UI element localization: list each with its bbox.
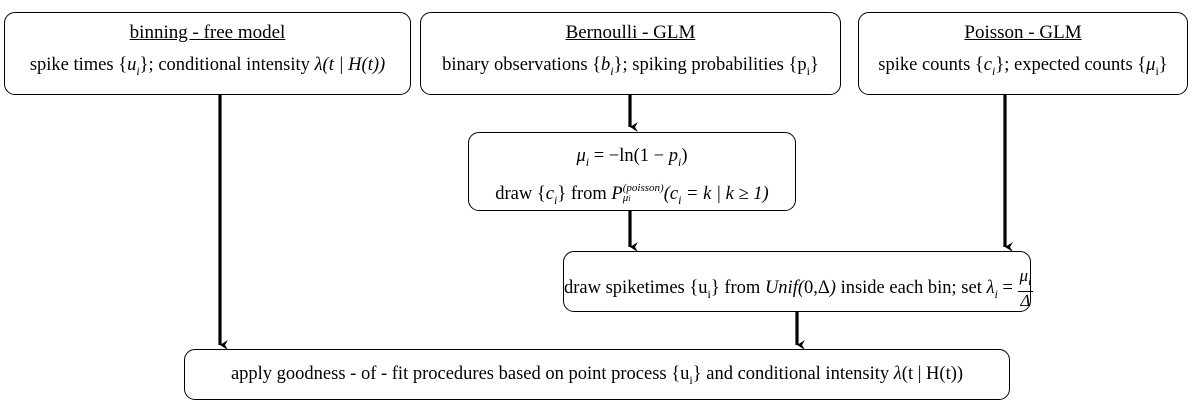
binning-free-title: binning - free model — [129, 22, 286, 43]
conditional-intensity-label: }; conditional intensity — [139, 55, 315, 75]
close-paren: ) — [829, 277, 836, 298]
spiketimes-box: draw spiketimes {ui} from Unif(0,Δ) insi… — [563, 251, 1034, 312]
sub-i: i — [136, 64, 140, 78]
draw-label: draw { — [495, 184, 546, 204]
var-u: u — [127, 55, 137, 75]
sub-i: i — [553, 193, 558, 207]
var-mu: μ — [1146, 55, 1156, 75]
sub-i: i — [994, 286, 998, 301]
inside-bin-label: inside each bin; set — [835, 277, 987, 298]
var-mu: μ — [1019, 266, 1029, 285]
sub-i: i — [610, 64, 614, 78]
condition-open: (c — [663, 184, 679, 204]
lambda-argument: (t | H(t)) — [901, 364, 964, 384]
sub-i: i — [1155, 64, 1159, 78]
spike-counts-label: spike counts { — [878, 55, 984, 75]
sub-i: i — [689, 373, 693, 387]
spiketimes-description: draw spiketimes {ui} from Unif(0,Δ) insi… — [564, 267, 1034, 310]
binning-free-model-box: binning - free model spike times {ui}; c… — [4, 12, 411, 95]
draw-counts-line: draw {ci} from P(poisson)μi(ci = k | k ≥… — [469, 183, 795, 211]
spike-times-label: spike times { — [29, 55, 128, 75]
spiking-probabilities-label: }; spiking probabilities {p — [613, 55, 807, 75]
poisson-glm-box: Poisson - GLM spike counts {ci}; expecte… — [858, 12, 1188, 95]
var-lambda: λ — [986, 277, 995, 298]
closing-brace: } — [1158, 55, 1168, 75]
sub-mu: μ — [622, 192, 629, 205]
from-label: } from — [557, 184, 612, 204]
var-mu: μ — [576, 146, 586, 166]
var-b: b — [601, 55, 611, 75]
sub-i: i — [678, 193, 682, 207]
poisson-description: spike counts {ci}; expected counts {μi} — [859, 54, 1187, 82]
sub-i: i — [628, 194, 631, 204]
unif-args: 0,Δ — [804, 277, 830, 298]
sub-i: i — [677, 155, 682, 169]
binning-free-description: spike times {ui}; conditional intensity … — [5, 54, 410, 82]
expected-counts-label: }; expected counts { — [995, 55, 1147, 75]
sup-poisson: (poisson) — [622, 182, 664, 195]
draw-spiketimes-label: draw spiketimes {u — [564, 277, 708, 298]
sub-mu-i: μi — [623, 193, 664, 204]
unif-label: Unif( — [764, 277, 804, 298]
var-p: p — [668, 146, 678, 166]
closing-brace: } — [809, 55, 819, 75]
var-P: P — [611, 184, 623, 204]
var-lambda: λ — [893, 364, 902, 384]
sub-i: i — [992, 64, 996, 78]
sub-i: i — [1028, 276, 1032, 288]
fraction-numerator: μi — [1017, 266, 1034, 292]
goodness-of-fit-description: apply goodness - of - fit procedures bas… — [185, 363, 1009, 391]
equals: = — [997, 277, 1018, 298]
from-label: } from — [710, 277, 765, 298]
neg-log-expression: = −ln(1 − — [589, 146, 669, 166]
binary-observations-label: binary observations { — [442, 55, 602, 75]
transform-box: μi = −ln(1 − pi) draw {ci} from P(poisso… — [468, 132, 796, 211]
goodness-of-fit-box: apply goodness - of - fit procedures bas… — [184, 349, 1010, 400]
conditional-intensity-label: } and conditional intensity — [692, 364, 894, 384]
apply-goodness-label: apply goodness - of - fit procedures bas… — [230, 364, 690, 384]
sub-i: i — [585, 155, 590, 169]
poisson-scripts: (poisson)μi — [623, 183, 664, 204]
bernoulli-description: binary observations {bi}; spiking probab… — [421, 54, 840, 82]
poisson-title: Poisson - GLM — [964, 22, 1082, 43]
close-paren: ) — [681, 146, 688, 166]
var-c: c — [545, 184, 554, 204]
lambda-expression: λ(t | H(t)) — [314, 55, 386, 75]
sub-i: i — [806, 64, 810, 78]
var-c: c — [983, 55, 992, 75]
mu-equation: μi = −ln(1 − pi) — [469, 145, 795, 173]
bernoulli-glm-box: Bernoulli - GLM binary observations {bi}… — [420, 12, 841, 95]
bernoulli-title: Bernoulli - GLM — [565, 22, 696, 43]
condition-body: = k | k ≥ 1) — [681, 184, 769, 204]
fraction-denominator: Δ — [1020, 291, 1031, 310]
sub-i: i — [707, 286, 711, 301]
